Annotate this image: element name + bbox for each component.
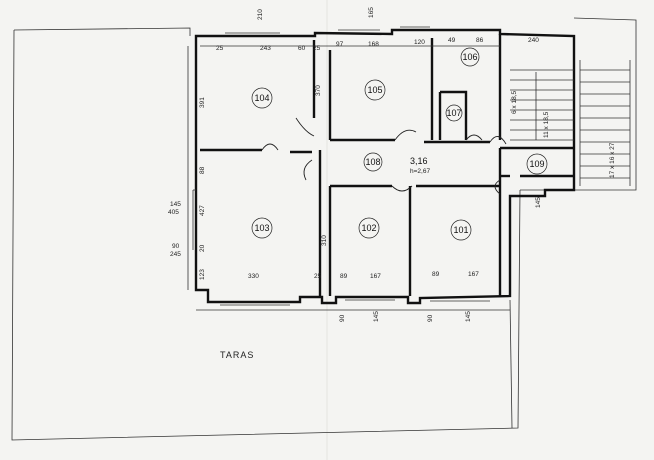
room-105: 105 (364, 79, 386, 101)
dim-bottom-90a: 90 (339, 314, 346, 322)
dim-left-145: 145 (170, 201, 181, 208)
dim-top-25b: 25 (313, 45, 321, 52)
dim-left-427: 427 (199, 205, 206, 216)
dim-left-88: 88 (199, 166, 206, 174)
room-104-label: 104 (254, 93, 269, 103)
room-106-label: 106 (462, 52, 477, 62)
room-104: 104 (251, 87, 273, 109)
dim-stair-a: 6 x 18,5 (511, 90, 518, 114)
dim-bottom-25: 25 (314, 273, 322, 280)
dim-right-145: 145 (535, 197, 542, 208)
dim-bottom-145a: 145 (373, 311, 380, 322)
room-107: 107 (445, 104, 463, 122)
room-102-label: 102 (361, 223, 376, 233)
dim-bottom-167a: 167 (370, 273, 381, 280)
room-101: 101 (450, 219, 472, 241)
dim-bottom-90b: 90 (427, 314, 434, 322)
room-108-label: 108 (365, 157, 380, 167)
staircase (510, 60, 631, 186)
dim-left-90: 90 (172, 243, 180, 250)
room-103: 103 (251, 217, 273, 239)
dim-left-405: 405 (168, 209, 179, 216)
terrace-label: TARAS (220, 350, 254, 360)
dim-left-20: 20 (199, 244, 206, 252)
center-level-text: h=2,67 (410, 168, 430, 175)
dim-bottom-330: 330 (248, 273, 259, 280)
dim-top-240: 240 (528, 37, 539, 44)
room-108: 108 (363, 152, 383, 172)
terrace-outline (11, 17, 637, 441)
dim-bottom-145b: 145 (465, 311, 472, 322)
room-107-label: 107 (446, 108, 461, 118)
building-walls (194, 28, 576, 305)
room-103-label: 103 (254, 223, 269, 233)
dim-left-123: 123 (199, 269, 206, 280)
dim-mid-310: 310 (321, 235, 328, 246)
dim-mid-370: 370 (315, 85, 322, 96)
dim-stair-b: 11 x 18,5 (543, 111, 550, 138)
dim-top-243: 243 (260, 45, 271, 52)
dim-stair-c: 17 x 16 x 27 (609, 142, 616, 178)
dim-bottom-89b: 89 (432, 271, 440, 278)
dim-bottom-167b: 167 (468, 271, 479, 278)
dim-bottom-89a: 89 (340, 273, 348, 280)
room-109-label: 109 (529, 159, 544, 169)
room-105-label: 105 (367, 85, 382, 95)
room-101-label: 101 (453, 225, 468, 235)
dim-top-210: 210 (257, 9, 264, 20)
dim-top-86: 86 (476, 37, 484, 44)
center-height-text: 3,16 (410, 156, 428, 166)
door-swings (261, 117, 507, 195)
dim-left-391: 391 (199, 97, 206, 108)
dim-top-60: 60 (298, 45, 306, 52)
dimension-lines (187, 45, 510, 311)
dim-top-25a: 25 (216, 45, 224, 52)
room-106: 106 (460, 47, 480, 67)
height-note: 3,16 h=2,67 (410, 156, 430, 175)
room-labels: 104 105 106 107 108 109 103 102 (251, 47, 548, 241)
dim-top-120: 120 (414, 39, 425, 46)
dimension-labels: 25 243 60 25 97 168 120 49 86 240 210 16… (168, 7, 616, 322)
windows (192, 26, 490, 306)
dim-top-49: 49 (448, 37, 456, 44)
dim-top-168: 168 (368, 41, 379, 48)
dim-top-165: 165 (368, 7, 375, 18)
room-109: 109 (526, 153, 548, 175)
room-102: 102 (358, 217, 380, 239)
dim-left-245: 245 (170, 251, 181, 258)
dim-top-97: 97 (336, 41, 344, 48)
